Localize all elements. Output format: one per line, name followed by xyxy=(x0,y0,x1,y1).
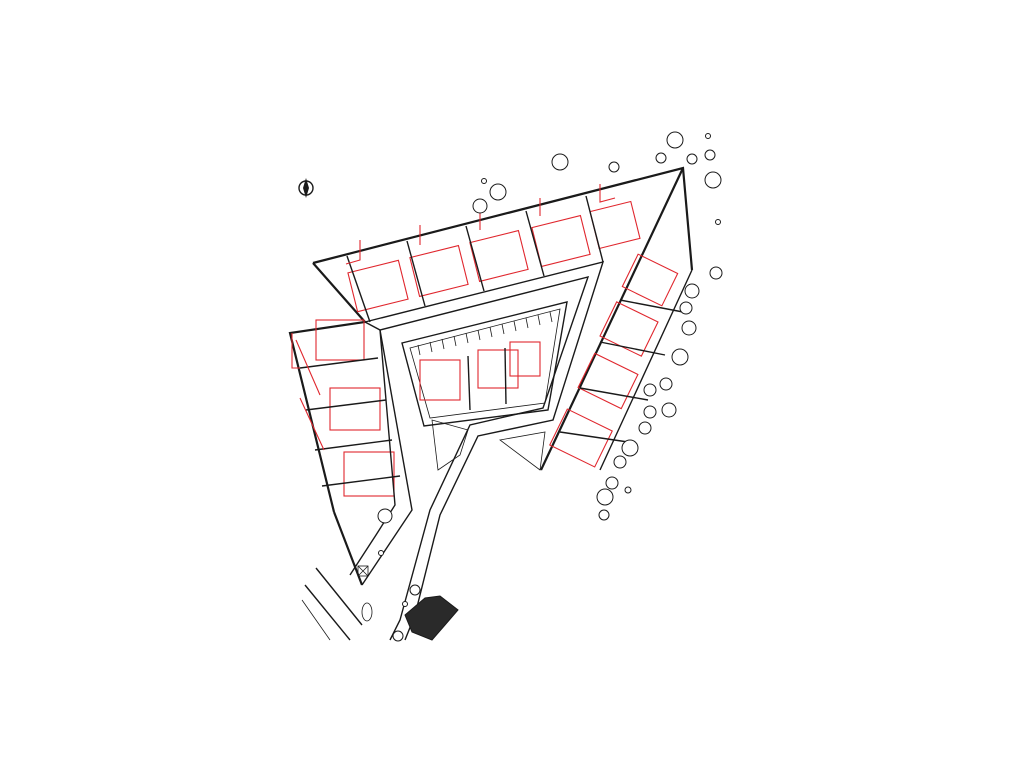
tree-icon xyxy=(377,131,723,642)
internal-road xyxy=(349,261,605,641)
hatched-building xyxy=(404,595,459,641)
east-lot-row xyxy=(549,253,684,468)
west-lot-row xyxy=(291,319,401,497)
access-road xyxy=(301,431,546,641)
site-boundary xyxy=(288,166,694,586)
utility-box-icon xyxy=(357,565,369,577)
inner-block xyxy=(401,301,568,427)
north-arrow-icon xyxy=(298,178,314,198)
north-lot-row xyxy=(345,184,641,323)
